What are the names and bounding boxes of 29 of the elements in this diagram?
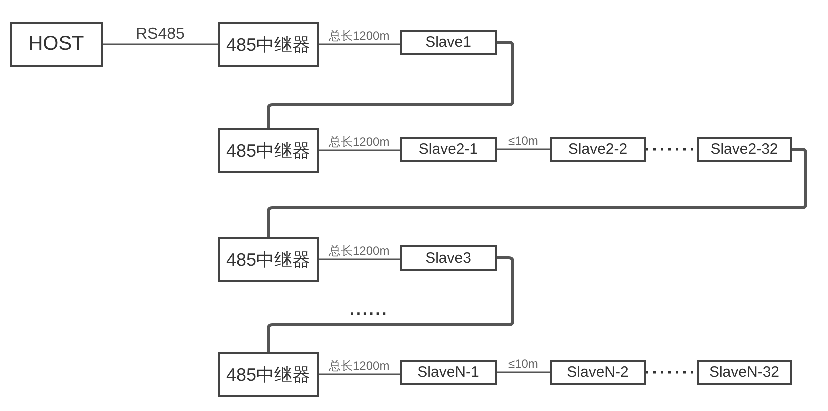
connector-line (319, 374, 400, 376)
connector-line (319, 258, 400, 260)
edge-label: 总长1200m (328, 136, 391, 148)
host-box: HOST (10, 22, 103, 67)
edge-label: 总长1200m (328, 360, 391, 372)
connector-line (319, 150, 400, 152)
edge-label: ≤10m (508, 134, 540, 148)
connector-line (497, 372, 550, 374)
slave-box: SlaveN-32 (697, 360, 792, 385)
slave-box: Slave1 (400, 30, 497, 55)
ellipsis-text: ...... (350, 302, 389, 320)
edge-label: 总长1200m (328, 30, 391, 42)
slave-box: Slave2-2 (550, 137, 646, 162)
connector-line (319, 44, 400, 46)
repeater-box: 485中继器 (218, 128, 319, 173)
edge-label: ≤10m (508, 358, 540, 370)
slave-box: Slave3 (400, 245, 497, 271)
slave-box: Slave2-32 (697, 137, 792, 162)
repeater-box: 485中继器 (218, 22, 319, 67)
edge-label: RS485 (135, 26, 186, 42)
edge-label: 总长1200m (328, 244, 391, 258)
slave-box: Slave2-1 (400, 137, 497, 162)
connector-line (267, 148, 808, 237)
slave-box: SlaveN-2 (550, 360, 646, 385)
connector-line (497, 148, 550, 150)
slave-box: SlaveN-1 (400, 360, 497, 385)
connector-line (103, 44, 218, 46)
repeater-box: 485中继器 (218, 352, 319, 397)
repeater-box: 485中继器 (218, 237, 319, 282)
